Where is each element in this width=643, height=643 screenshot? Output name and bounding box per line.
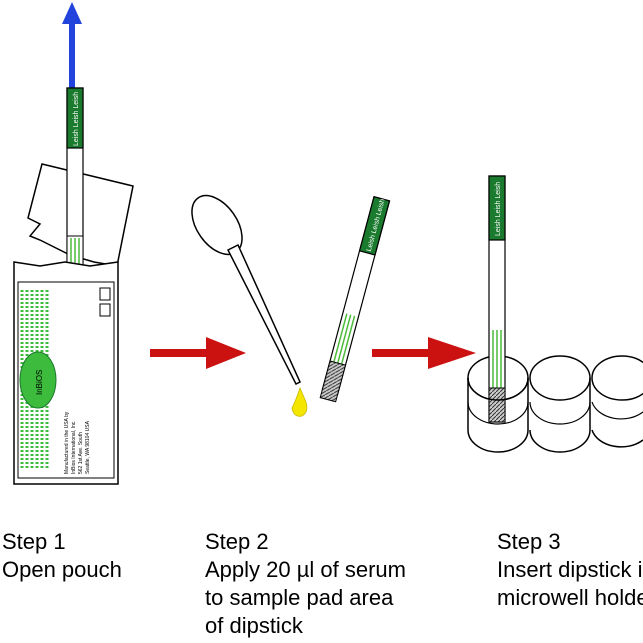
manufacturer-line-4: Seattle, WA 98104 USA bbox=[85, 420, 91, 474]
step1-line-1: Open pouch bbox=[2, 557, 122, 582]
step2-line-3: of dipstick bbox=[205, 613, 303, 638]
test-pouch: InBiOS Manufactured in the USA by InBios… bbox=[13, 261, 119, 485]
sample-pad bbox=[319, 360, 347, 403]
sample-pad-in-well bbox=[488, 387, 506, 423]
pouch-symbol-box bbox=[99, 287, 111, 301]
step3-line-1: Insert dipstick into bbox=[497, 557, 643, 582]
dipstick-step3: Leish Leish Leish bbox=[488, 175, 506, 423]
step1-title: Step 1 bbox=[2, 529, 66, 554]
dipstick-step2: Leish Leish Leish bbox=[319, 196, 391, 403]
step-arrow-2 bbox=[372, 337, 476, 369]
step3-caption: Step 3 Insert dipstick into microwell ho… bbox=[497, 528, 643, 612]
pull-up-arrow bbox=[62, 2, 82, 88]
step2-illustration: Leish Leish Leish bbox=[191, 194, 391, 417]
step3-line-2: microwell holder bbox=[497, 585, 643, 610]
step-arrow-1 bbox=[150, 337, 246, 369]
manufacturer-line-2: InBios International, Inc. bbox=[71, 420, 77, 474]
strip-brand-label-3: Leish Leish Leish bbox=[495, 182, 502, 236]
step1-illustration: Leish Leish Leish InBiOS bbox=[13, 2, 134, 485]
transfer-pipette bbox=[191, 194, 301, 386]
step3-title: Step 3 bbox=[497, 529, 561, 554]
manufacturer-line-3: 562 1st Ave. South bbox=[78, 432, 84, 474]
pouch-fine-print: Manufactured in the USA by InBios Intern… bbox=[64, 411, 91, 474]
step3-illustration: Leish Leish Leish bbox=[467, 175, 643, 453]
manufacturer-line-1: Manufactured in the USA by bbox=[64, 411, 70, 474]
dipstick-step1: Leish Leish Leish bbox=[66, 87, 84, 269]
pouch-logo bbox=[19, 351, 57, 409]
step1-caption: Step 1 Open pouch bbox=[2, 528, 122, 584]
pouch-logo-text: InBiOS bbox=[35, 370, 44, 395]
step2-caption: Step 2 Apply 20 µl of serum to sample pa… bbox=[205, 528, 406, 640]
step2-line-2: to sample pad area bbox=[205, 585, 394, 610]
step2-line-1: Apply 20 µl of serum bbox=[205, 557, 406, 582]
microwell-front-rim bbox=[467, 377, 529, 401]
pouch-symbol-box-2 bbox=[99, 303, 111, 317]
serum-drop bbox=[291, 386, 308, 417]
strip-brand-label: Leish Leish Leish bbox=[73, 92, 80, 146]
step2-title: Step 2 bbox=[205, 529, 269, 554]
